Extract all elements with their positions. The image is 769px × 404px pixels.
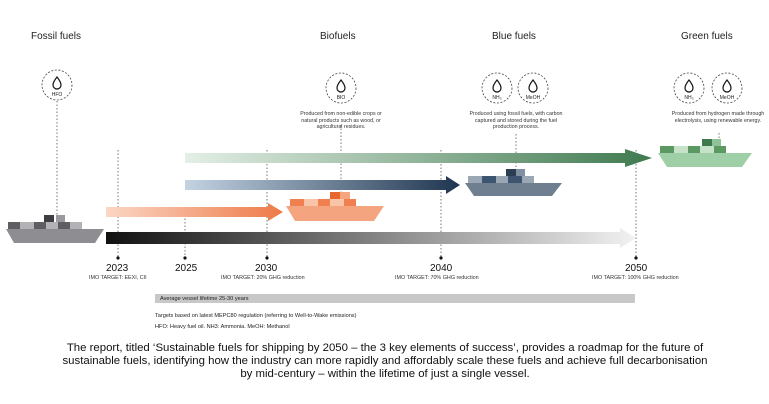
droplet-icon — [336, 79, 346, 93]
hfo-fuel-circle — [41, 69, 73, 101]
targets-basis-note: Targets based on latest MEPC80 regulatio… — [155, 313, 357, 319]
category-biofuels: Biofuels — [320, 31, 356, 42]
imo-target-2050: IMO TARGET: 100% GHG reduction — [592, 275, 679, 281]
imo-target-2030: IMO TARGET: 20% GHG reduction — [221, 275, 305, 281]
fossil-fuel-ship — [6, 215, 104, 243]
droplet-icon — [52, 76, 62, 90]
blue-fuel-arrow — [185, 176, 460, 194]
droplet-icon — [492, 79, 502, 93]
nh3-blue-fuel-circle — [481, 72, 513, 104]
green-fuel-ship — [658, 139, 752, 167]
report-caption: The report, titled ‘Sustainable fuels fo… — [62, 342, 708, 381]
timeline-dot-2030 — [265, 256, 269, 260]
biofuel-ship — [286, 192, 384, 221]
timeline-dot-2040 — [439, 256, 443, 260]
nh3-green-icon-label: NH₃ — [684, 95, 693, 101]
year-2040: 2040 — [430, 263, 453, 274]
timeline-dot-2025 — [183, 256, 187, 260]
droplet-icon — [722, 79, 732, 93]
fuel-roadmap-diagram: HFO BIO NH₃ MeOH NH₃ MeOH — [6, 69, 752, 260]
droplet-icon — [528, 79, 538, 93]
year-2023: 2023 — [106, 263, 129, 274]
vessel-lifetime-label: Average vessel lifetime 25-30 years — [160, 295, 249, 302]
abbreviations-note: HFO: Heavy fuel oil. NH3: Ammonia. MeOH:… — [155, 324, 290, 330]
meoh-green-fuel-circle — [711, 72, 743, 104]
meoh-blue-fuel-circle — [517, 72, 549, 104]
timeline-dot-2023 — [116, 256, 120, 260]
green-fuel-description: Produced from hydrogen made through elec… — [671, 111, 765, 124]
category-fossil-fuels: Fossil fuels — [31, 31, 82, 42]
category-green-fuels: Green fuels — [681, 31, 733, 42]
year-2050: 2050 — [625, 263, 648, 274]
hfo-icon-label: HFO — [52, 92, 63, 98]
bio-icon-label: BIO — [337, 95, 346, 101]
nh3-green-fuel-circle — [673, 72, 705, 104]
timeline-dot-2050 — [634, 256, 638, 260]
vessel-lifetime-bar: Average vessel lifetime 25-30 years — [155, 294, 635, 303]
biofuel-description: Produced from non-edible crops or natura… — [300, 111, 382, 131]
imo-target-2040: IMO TARGET: 70% GHG reduction — [395, 275, 479, 281]
year-2030: 2030 — [255, 263, 278, 274]
category-blue-fuels: Blue fuels — [492, 31, 536, 42]
blue-fuel-ship — [465, 169, 562, 196]
meoh-green-icon-label: MeOH — [720, 95, 735, 101]
bio-fuel-circle — [325, 72, 357, 104]
meoh-blue-icon-label: MeOH — [526, 95, 541, 101]
bio-fuel-arrow — [106, 203, 283, 221]
droplet-icon — [684, 79, 694, 93]
nh3-blue-icon-label: NH₃ — [492, 95, 501, 101]
blue-fuel-description: Produced using fossil fuels, with carbon… — [469, 111, 563, 131]
year-2025: 2025 — [175, 263, 198, 274]
imo-target-2023: IMO TARGET: EEXI, CII — [89, 275, 147, 281]
green-fuel-arrow — [185, 149, 652, 167]
timeline-arrow — [106, 228, 636, 248]
